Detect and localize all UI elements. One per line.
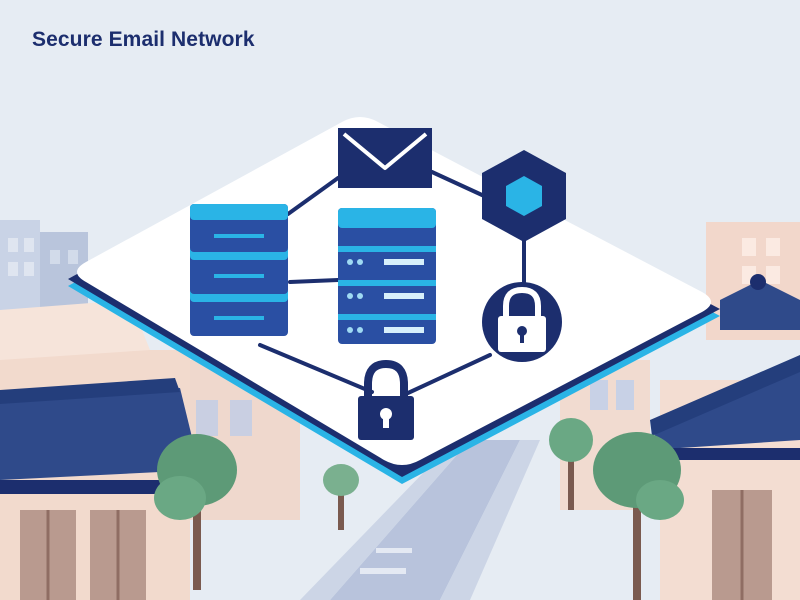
right-hanok-house [650,274,800,600]
network-connection-lines [258,170,526,395]
padlock-icon [358,359,414,440]
server-rack-icon [338,208,436,344]
street-road [300,440,540,600]
server-stack-icon [190,204,288,336]
padlock-circle-icon [482,282,562,362]
page-title: Secure Email Network [32,28,255,51]
email-envelope-icon [338,128,432,188]
trees [154,418,684,600]
hexagon-node-icon [482,150,566,242]
